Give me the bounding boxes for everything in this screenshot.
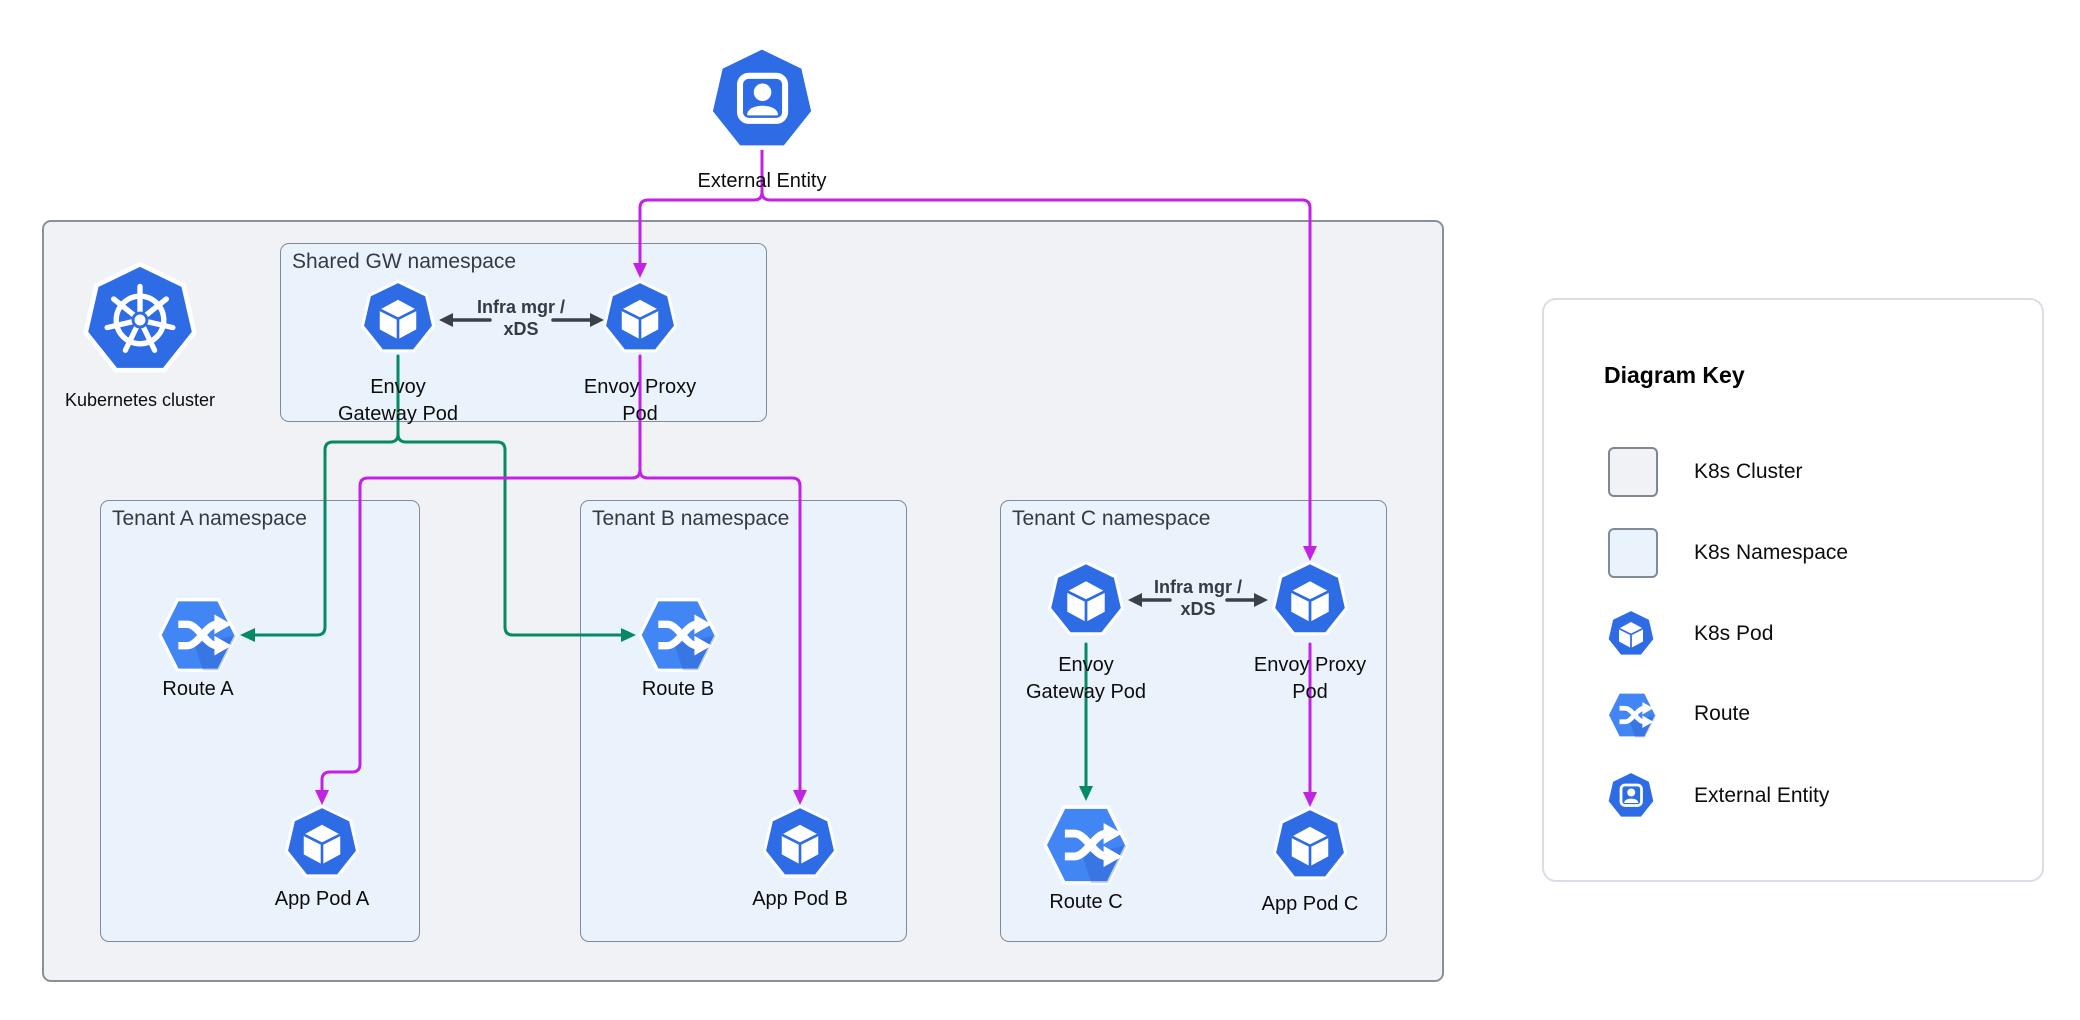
k8s-pod-icon	[1047, 561, 1125, 639]
app-pod-a-node	[284, 805, 360, 881]
tenant-c-envoy-proxy-pod-node	[1271, 561, 1349, 639]
route-a-node	[157, 594, 239, 676]
tenant-c-namespace-title: Tenant C namespace	[1012, 507, 1210, 531]
shared-infra-xds-label: Infra mgr / xDS	[477, 296, 565, 340]
shared-gw-namespace-title: Shared GW namespace	[292, 250, 516, 274]
k8s-pod-icon	[360, 280, 436, 356]
k8s-pod-icon	[1271, 561, 1349, 639]
kubernetes-cluster-logo-node	[82, 262, 198, 378]
key-label: External Entity	[1694, 771, 1829, 821]
k8s-namespace-swatch	[1608, 528, 1658, 578]
key-row-k8s-pod: K8s Pod	[1544, 609, 2042, 661]
app-pod-b-node	[762, 805, 838, 881]
route-c-node	[1042, 801, 1130, 889]
route-b-label: Route B	[642, 676, 714, 703]
kubernetes-icon	[82, 262, 198, 378]
k8s-pod-icon	[284, 805, 360, 881]
k8s-pod-icon	[762, 805, 838, 881]
route-icon	[637, 594, 719, 676]
kubernetes-cluster-label: Kubernetes cluster	[65, 387, 215, 414]
k8s-pod-icon	[1606, 609, 1656, 659]
key-row-k8s-cluster: K8s Cluster	[1544, 447, 2042, 499]
external-entity-node	[707, 45, 817, 155]
app-pod-b-label: App Pod B	[752, 886, 848, 913]
route-b-node	[637, 594, 719, 676]
shared-envoy-gateway-pod-node	[360, 280, 436, 356]
tenant-c-infra-xds-label: Infra mgr / xDS	[1154, 576, 1242, 620]
tenant-c-envoy-gateway-pod-node	[1047, 561, 1125, 639]
external-entity-icon	[707, 45, 817, 155]
key-label: K8s Namespace	[1694, 528, 1848, 578]
k8s-cluster-swatch	[1608, 447, 1658, 497]
shared-envoy-proxy-pod-node	[602, 280, 678, 356]
route-icon	[157, 594, 239, 676]
route-a-label: Route A	[162, 676, 233, 703]
diagram-key-title: Diagram Key	[1604, 362, 1745, 389]
app-pod-c-label: App Pod C	[1262, 891, 1359, 918]
tenant-a-namespace-title: Tenant A namespace	[112, 507, 307, 531]
shared-envoy-proxy-pod-label: Envoy Proxy Pod	[584, 374, 696, 428]
external-entity-label: External Entity	[698, 168, 827, 195]
key-label: Route	[1694, 689, 1750, 739]
app-pod-c-node	[1272, 807, 1348, 883]
key-row-k8s-namespace: K8s Namespace	[1544, 528, 2042, 580]
tenant-b-namespace-box: Tenant B namespace	[580, 500, 907, 942]
route-icon	[1606, 689, 1658, 741]
app-pod-a-label: App Pod A	[275, 886, 370, 913]
tenant-a-namespace-box: Tenant A namespace	[100, 500, 420, 942]
route-icon	[1042, 801, 1130, 889]
key-row-route: Route	[1544, 689, 2042, 741]
key-label: K8s Pod	[1694, 609, 1773, 659]
diagram-key-panel: Diagram Key K8s Cluster K8s Namespace K8…	[1542, 298, 2044, 882]
tenant-c-envoy-proxy-pod-label: Envoy Proxy Pod	[1254, 652, 1366, 706]
k8s-pod-icon	[1272, 807, 1348, 883]
key-label: K8s Cluster	[1694, 447, 1803, 497]
tenant-b-namespace-title: Tenant B namespace	[592, 507, 789, 531]
external-entity-icon	[1606, 771, 1656, 821]
tenant-c-envoy-gateway-pod-label: Envoy Gateway Pod	[1026, 652, 1146, 706]
shared-envoy-gateway-pod-label: Envoy Gateway Pod	[338, 374, 458, 428]
key-row-external-entity: External Entity	[1544, 771, 2042, 823]
k8s-pod-icon	[602, 280, 678, 356]
route-c-label: Route C	[1049, 889, 1122, 916]
